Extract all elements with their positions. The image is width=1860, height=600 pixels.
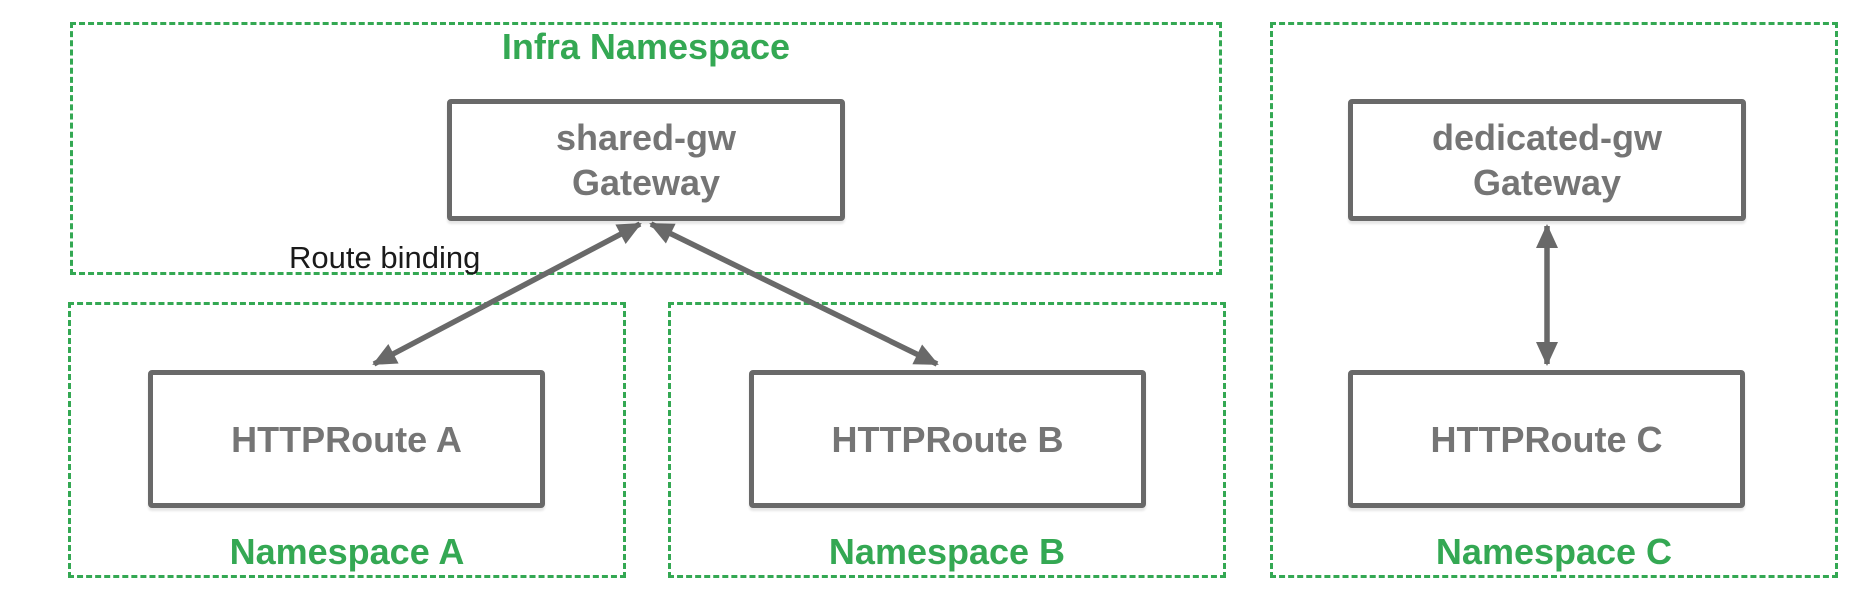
httproute-c-label: HTTPRoute C — [1430, 418, 1663, 460]
dedicated-gw-gateway-node: dedicated-gw Gateway — [1348, 99, 1746, 221]
infra-namespace-label: Infra Namespace — [501, 26, 791, 67]
dedicated-gw-kind-line: Gateway — [1472, 162, 1622, 203]
httproute-a-label: HTTPRoute A — [231, 418, 462, 460]
dedicated-gw-name-line: dedicated-gw — [1431, 117, 1663, 158]
shared-gw-kind-line: Gateway — [571, 162, 721, 203]
namespace-b-label: Namespace B — [828, 531, 1066, 572]
shared-gw-name-line: shared-gw — [555, 117, 737, 158]
shared-gw-gateway-node: shared-gw Gateway — [447, 99, 845, 221]
shared-gw-gateway-label: shared-gw Gateway — [556, 115, 736, 205]
httproute-a-node: HTTPRoute A — [148, 370, 545, 508]
namespace-c-box — [1270, 22, 1838, 578]
namespace-a-label: Namespace A — [229, 531, 465, 572]
route-binding-annotation: Route binding — [289, 240, 481, 275]
namespace-c-label: Namespace C — [1435, 531, 1673, 572]
dedicated-gw-gateway-label: dedicated-gw Gateway — [1432, 115, 1662, 205]
infra-namespace-box — [70, 22, 1222, 275]
namespace-a-box — [68, 302, 626, 578]
namespace-b-box — [668, 302, 1226, 578]
httproute-b-node: HTTPRoute B — [749, 370, 1146, 508]
httproute-c-node: HTTPRoute C — [1348, 370, 1745, 508]
httproute-b-label: HTTPRoute B — [831, 418, 1064, 460]
